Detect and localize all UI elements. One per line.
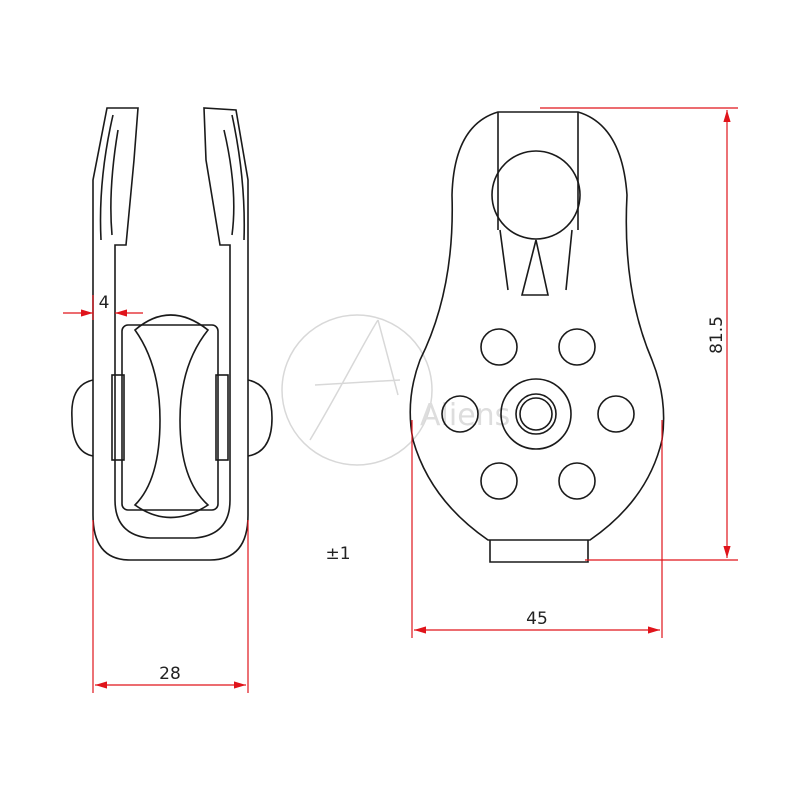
dimension-width: 45 (411, 420, 663, 638)
side-width-label: 28 (159, 664, 181, 684)
side-view (71, 107, 273, 561)
width-label: 45 (526, 609, 548, 629)
wall-label: 4 (99, 293, 110, 313)
watermark-logo: Aliens (281, 314, 510, 466)
front-view (409, 111, 665, 563)
dimension-side-width: 28 (92, 520, 249, 693)
dimension-wall: 4 (63, 293, 143, 320)
height-label: 81.5 (707, 316, 727, 354)
tolerance-label: ±1 (325, 544, 350, 564)
watermark-text: Aliens (420, 398, 510, 433)
